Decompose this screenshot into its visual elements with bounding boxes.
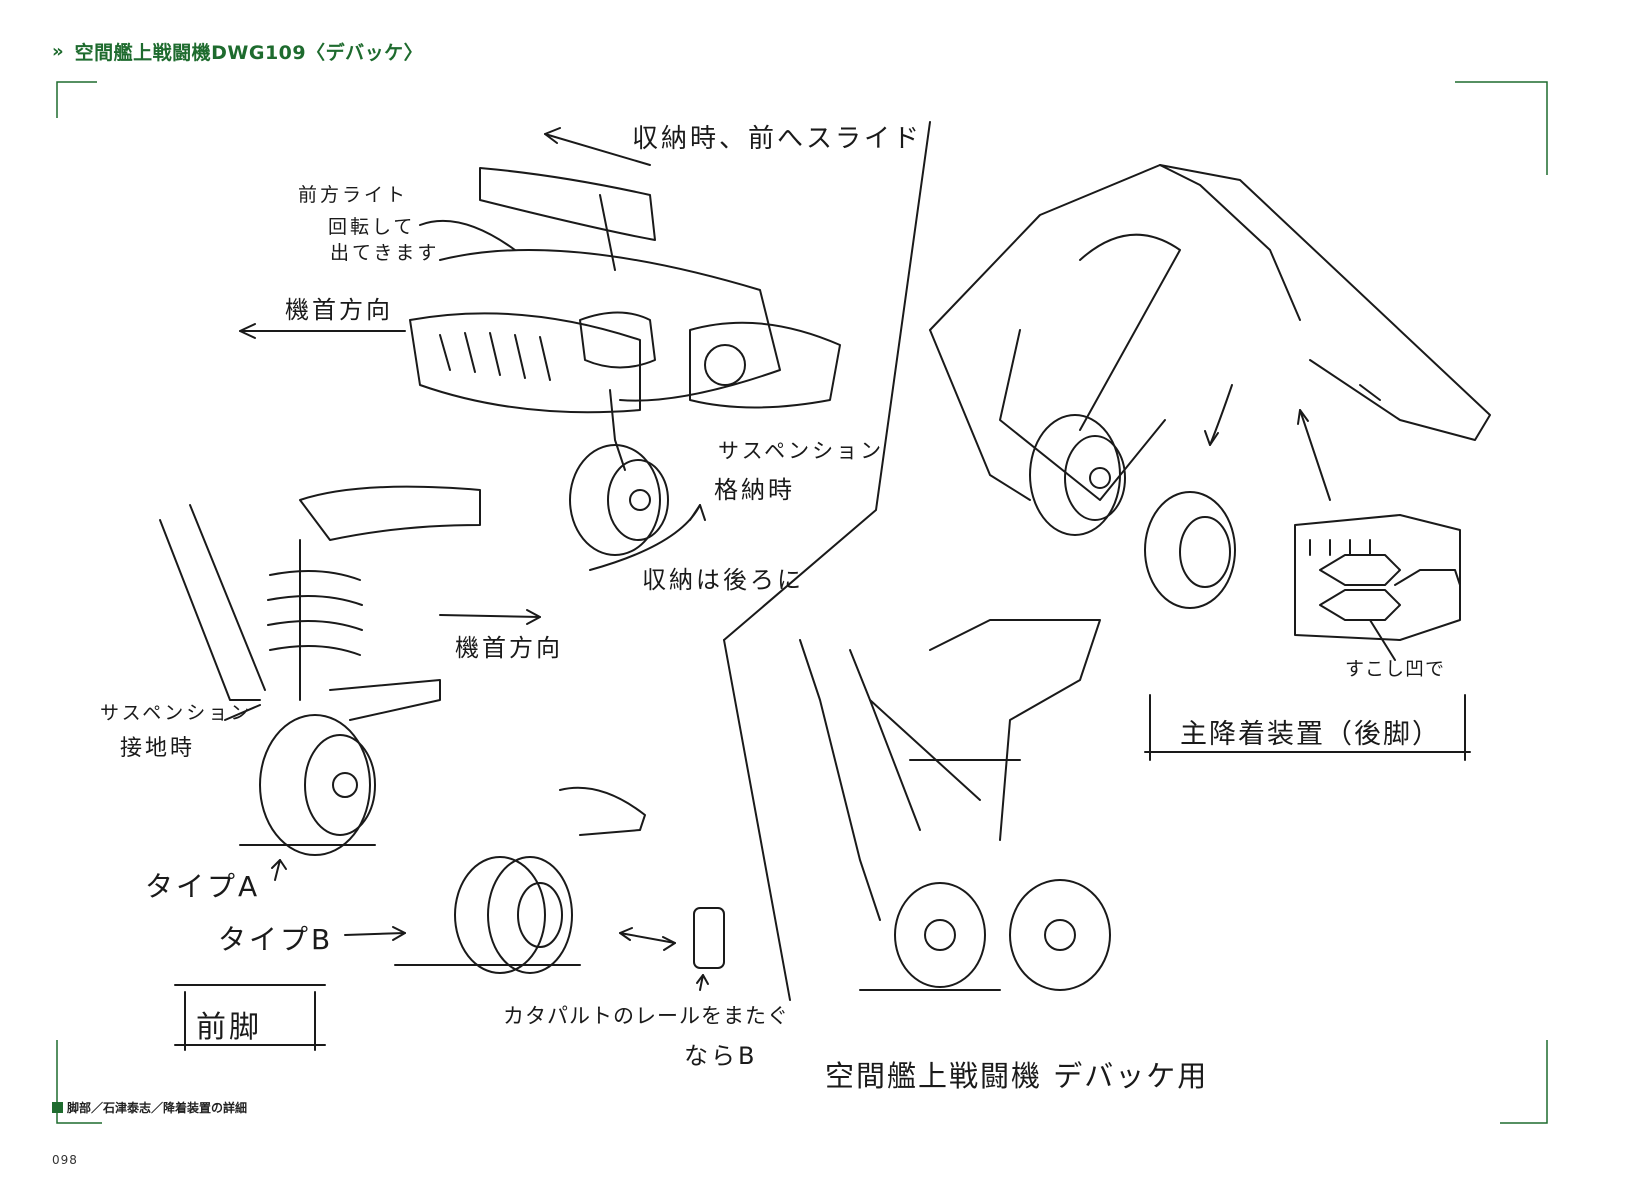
arrow-type-a — [274, 859, 281, 881]
note-front-light: 前方ライト — [298, 184, 409, 206]
note-front-light-3: 出てきます — [330, 242, 440, 264]
note-catapult-2: ならB — [684, 1042, 758, 1070]
main-gear-box — [1144, 694, 1471, 761]
note-type-b: タイプB — [218, 923, 334, 956]
arrow-rear-swing — [1209, 384, 1233, 446]
arrow-slide-forward — [544, 133, 651, 166]
chevron-icon: » — [52, 41, 64, 62]
footer-caption-text: 脚部／石津泰志／降着装置の詳細 — [67, 1101, 248, 1115]
grounded-front-gear — [159, 485, 481, 856]
page-title: 空間艦上戦闘機DWG109〈デバッケ〉 — [74, 42, 424, 64]
note-suspension-ground: サスペンション — [100, 702, 253, 724]
note-suspension-stowed-2: 格納時 — [714, 476, 795, 504]
square-bullet-icon — [52, 1102, 63, 1113]
note-storage-slide: 収納時、前へスライド — [632, 124, 923, 154]
stowed-front-gear — [409, 167, 841, 556]
note-stow-backward: 収納は後ろに — [642, 566, 804, 594]
front-leg-box — [174, 984, 326, 1051]
note-slightly-concave: すこし凹で — [1345, 658, 1446, 680]
hex-panel-detail — [1294, 514, 1461, 641]
type-b-side-view — [693, 907, 725, 969]
type-b-gear — [394, 786, 646, 974]
note-suspension-stowed: サスペンション — [718, 439, 885, 463]
note-nose-direction-mid: 機首方向 — [455, 634, 563, 662]
arrow-type-b — [344, 932, 406, 936]
arrow-concave — [1299, 409, 1331, 501]
arrow-rear-panel — [1359, 384, 1381, 401]
note-front-leg: 前脚 — [196, 1010, 262, 1045]
arrow-suspension-ground — [224, 704, 261, 721]
note-type-a: タイプA — [145, 870, 261, 903]
page-number: 098 — [52, 1153, 78, 1167]
divider-line-bottom — [723, 639, 791, 1001]
note-nose-direction-top: 機首方向 — [285, 296, 393, 324]
rear-main-gear-stowed — [929, 164, 1491, 609]
divider-line-top — [723, 121, 931, 641]
rear-main-gear-deployed — [799, 619, 1111, 991]
note-suspension-ground-2: 接地時 — [120, 736, 196, 761]
arrow-nose-direction-mid — [439, 614, 541, 618]
footer-caption: 脚部／石津泰志／降着装置の詳細 — [52, 1099, 247, 1116]
note-main-gear: 主降着装置（後脚） — [1180, 719, 1441, 750]
note-sketch-title: 空間艦上戦闘機 デバッケ用 — [825, 1059, 1209, 1093]
page-header: » 空間艦上戦闘機DWG109〈デバッケ〉 — [52, 38, 423, 65]
note-front-light-2: 回転して — [328, 216, 416, 238]
note-catapult: カタパルトのレールをまたぐ — [503, 1004, 789, 1028]
arrow-catapult-bidirectional — [619, 932, 676, 944]
arrow-light-rotate — [419, 219, 516, 251]
